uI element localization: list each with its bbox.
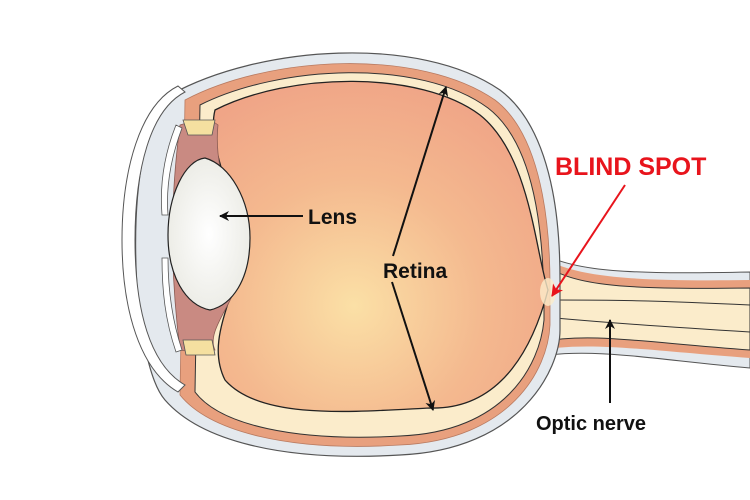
- cornea: [121, 85, 186, 393]
- lens-label: Lens: [308, 206, 357, 229]
- retina-arrow-bottom: [391, 281, 436, 411]
- optic-nerve-label: Optic nerve: [536, 413, 646, 435]
- retina-arrow-top: [392, 86, 449, 257]
- retina-label: Retina: [383, 260, 448, 283]
- blind-spot-arrow: [551, 184, 626, 297]
- lens: [167, 157, 251, 311]
- blind-spot-label: BLIND SPOT: [555, 153, 706, 181]
- optic-nerve: [519, 239, 750, 369]
